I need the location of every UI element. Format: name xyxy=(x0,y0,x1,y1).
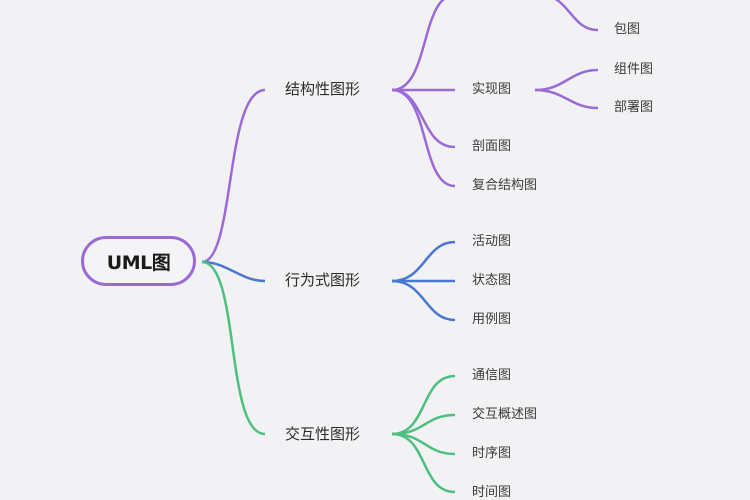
root-node-uml[interactable]: UML图 xyxy=(81,236,196,286)
link-structural-top-partial xyxy=(391,0,446,92)
node-activity-diagram[interactable]: 活动图 xyxy=(472,234,512,249)
node-timing-diagram[interactable]: 时间图 xyxy=(472,485,512,500)
node-sequence-diagram[interactable]: 时序图 xyxy=(472,446,512,461)
node-interaction-diagrams[interactable]: 交互性图形 xyxy=(285,425,361,443)
node-profile-diagram[interactable]: 剖面图 xyxy=(472,139,512,154)
link-root-behavioral xyxy=(201,260,266,283)
node-communication-diagram[interactable]: 通信图 xyxy=(472,368,512,383)
link-interaction-timing xyxy=(391,432,456,494)
link-root-interaction xyxy=(201,260,266,436)
node-use-case-diagram[interactable]: 用例图 xyxy=(472,312,512,327)
link-interaction-communication xyxy=(391,374,456,436)
node-interaction-overview-diagram[interactable]: 交互概述图 xyxy=(472,407,538,422)
node-state-diagram[interactable]: 状态图 xyxy=(472,273,512,288)
link-behavioral-usecase xyxy=(391,279,456,322)
link-root-structural xyxy=(201,88,266,264)
link-structural-composite xyxy=(391,88,456,188)
node-composite-structure-diagram[interactable]: 复合结构图 xyxy=(472,178,538,193)
link-behavioral-activity xyxy=(391,240,456,283)
link-realization-deployment xyxy=(534,88,599,110)
node-deployment-diagram[interactable]: 部署图 xyxy=(614,100,654,115)
link-interaction-sequence xyxy=(391,432,456,456)
link-partial-package xyxy=(554,0,599,32)
node-behavioral-diagrams[interactable]: 行为式图形 xyxy=(285,271,361,289)
node-component-diagram[interactable]: 组件图 xyxy=(614,62,654,77)
node-package-diagram[interactable]: 包图 xyxy=(614,22,641,37)
node-realization-diagram[interactable]: 实现图 xyxy=(472,82,512,97)
root-node-label: UML图 xyxy=(106,251,171,274)
link-realization-component xyxy=(534,68,599,92)
node-structural-diagrams[interactable]: 结构性图形 xyxy=(285,80,361,98)
